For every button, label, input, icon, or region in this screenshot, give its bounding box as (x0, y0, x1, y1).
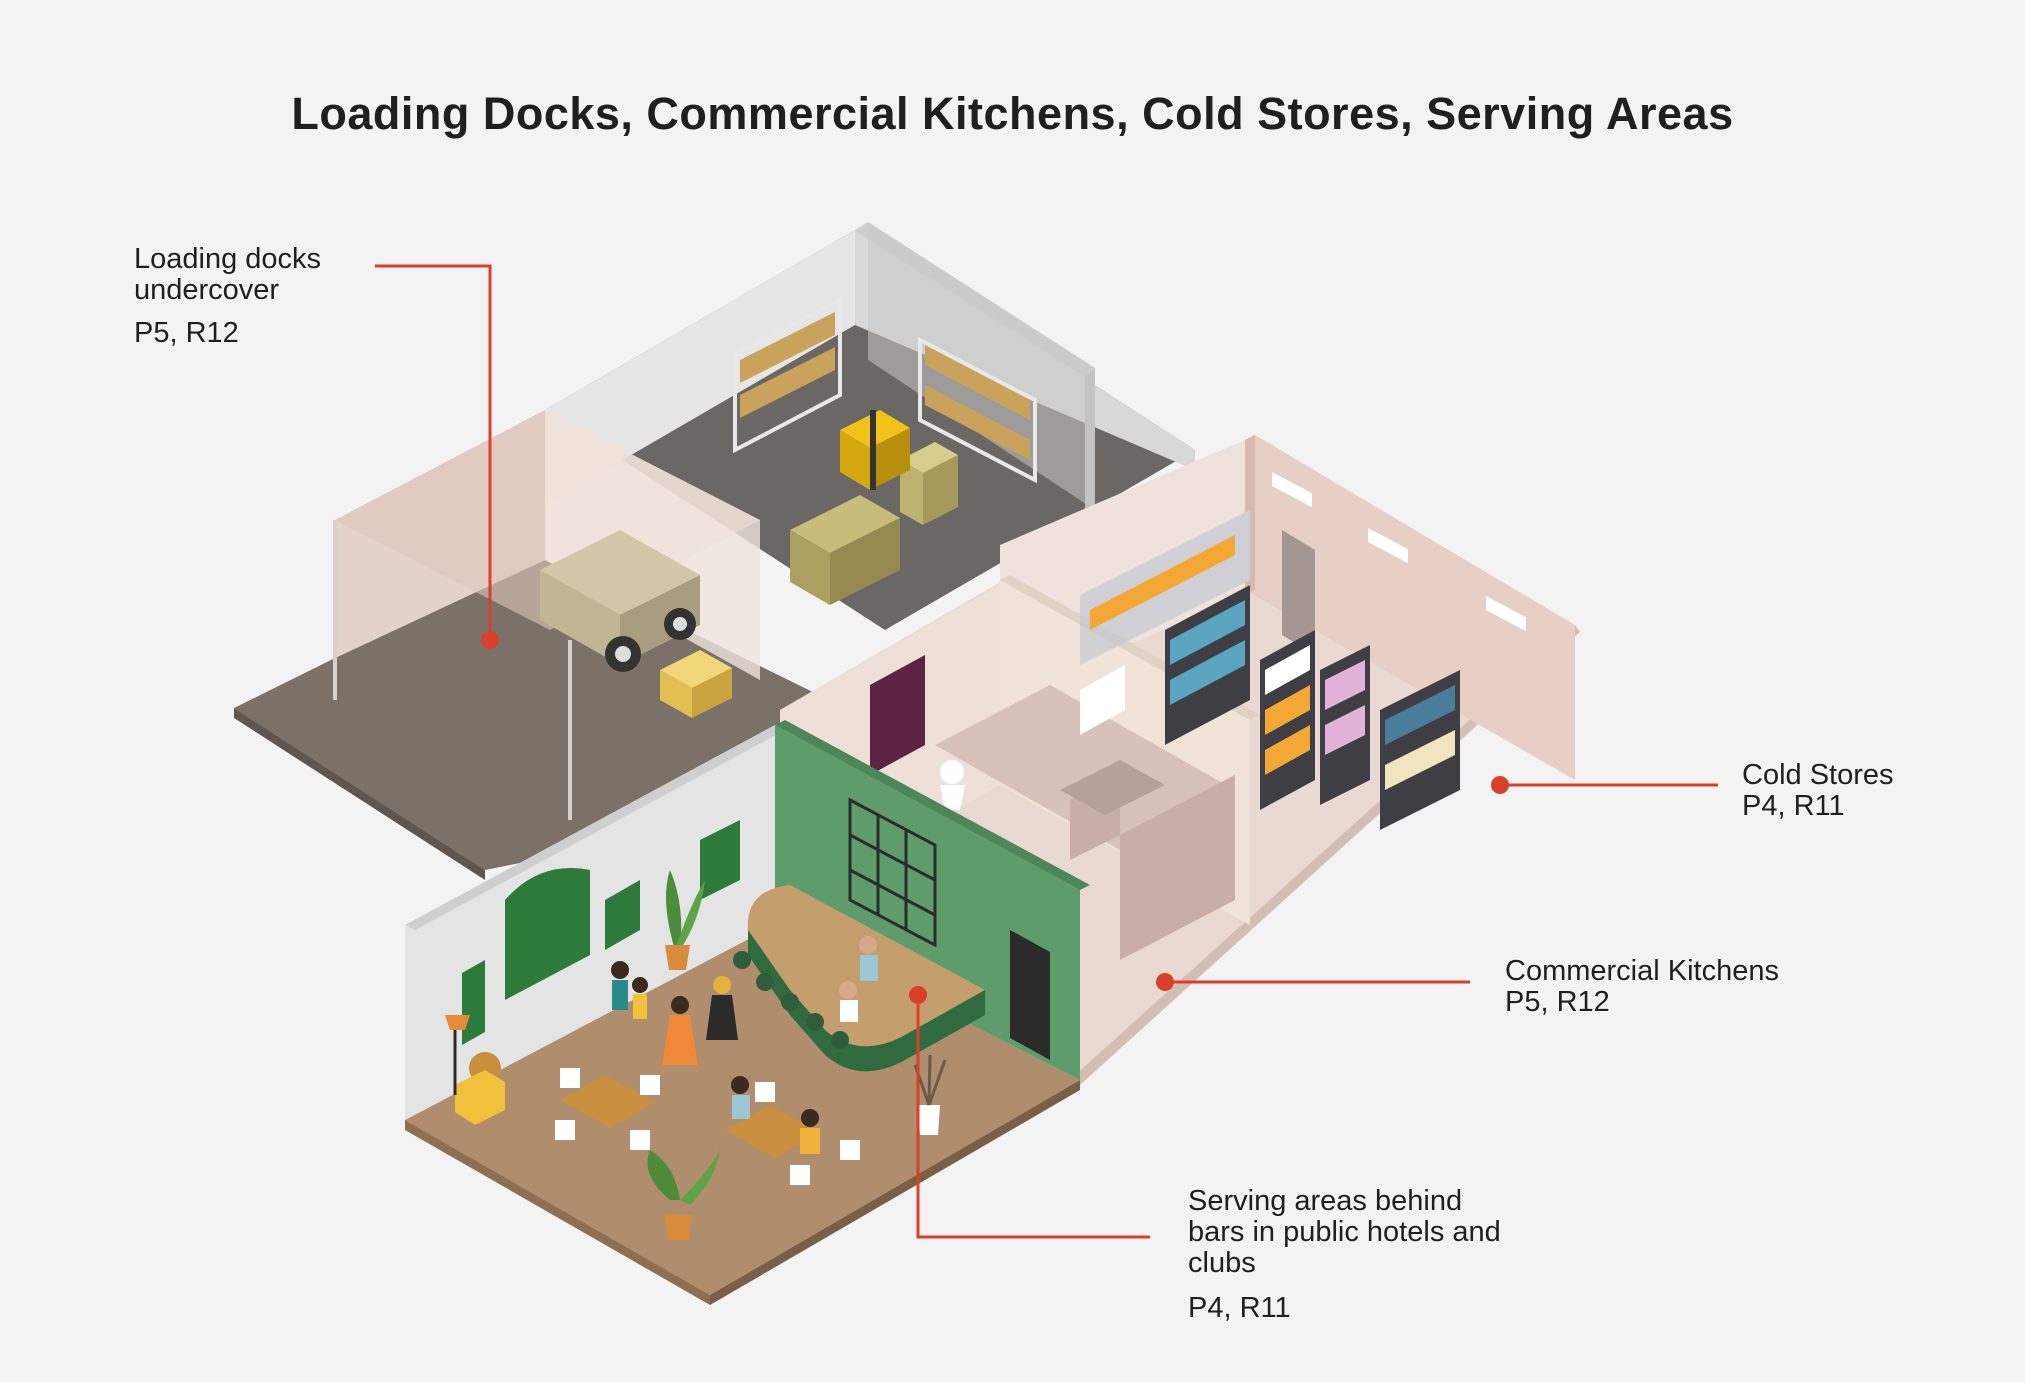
callout-leader-lines (375, 264, 1718, 1239)
bar-serving-area (405, 720, 1090, 1305)
callout-serving-name-line1: Serving areas behind (1188, 1185, 1463, 1217)
callout-kitchen-code: P5, R12 (1505, 986, 1610, 1018)
callout-kitchen-name: Commercial Kitchens (1505, 955, 1779, 987)
callout-serving-code: P4, R11 (1188, 1292, 1291, 1324)
bar-shelving (848, 797, 937, 948)
warehouse-shelving (733, 296, 1037, 484)
bar-stools (733, 951, 849, 1049)
callout-loading-docks: Loading docks undercover P5, R12 (134, 244, 321, 349)
cold-store-racks (1080, 510, 1460, 830)
callout-serving-areas: Serving areas behind bars in public hote… (1188, 1186, 1501, 1324)
callout-cold-name: Cold Stores (1742, 759, 1894, 791)
callout-cold-stores: Cold Stores P4, R11 (1742, 760, 1894, 822)
people-figures (611, 936, 878, 1154)
floor-lamp (445, 1015, 470, 1030)
bar-door (1010, 930, 1050, 1060)
callout-serving-name-line3: clubs (1188, 1247, 1256, 1279)
forklift-illustration (840, 410, 910, 490)
page-title: Loading Docks, Commercial Kitchens, Cold… (291, 88, 1734, 139)
dining-chairs (555, 1068, 860, 1185)
potted-plants (647, 870, 947, 1240)
callout-loading-name-line1: Loading docks (134, 243, 322, 275)
cargo-boxes (660, 442, 958, 718)
callout-loading-name-line2: undercover (134, 274, 280, 306)
callout-dots (481, 631, 1509, 1004)
callout-cold-code: P4, R11 (1742, 790, 1845, 822)
truck-illustration (540, 530, 700, 672)
callout-commercial-kitchens: Commercial Kitchens P5, R12 (1505, 956, 1779, 1018)
callout-serving-name-line2: bars in public hotels and (1188, 1216, 1501, 1248)
menu-board (870, 655, 925, 775)
arched-windows (462, 820, 740, 1045)
callout-loading-code: P5, R12 (134, 317, 239, 349)
chef-figure (940, 760, 964, 784)
loading-dock-area (234, 222, 1195, 880)
kitchen-counters (935, 665, 1235, 960)
